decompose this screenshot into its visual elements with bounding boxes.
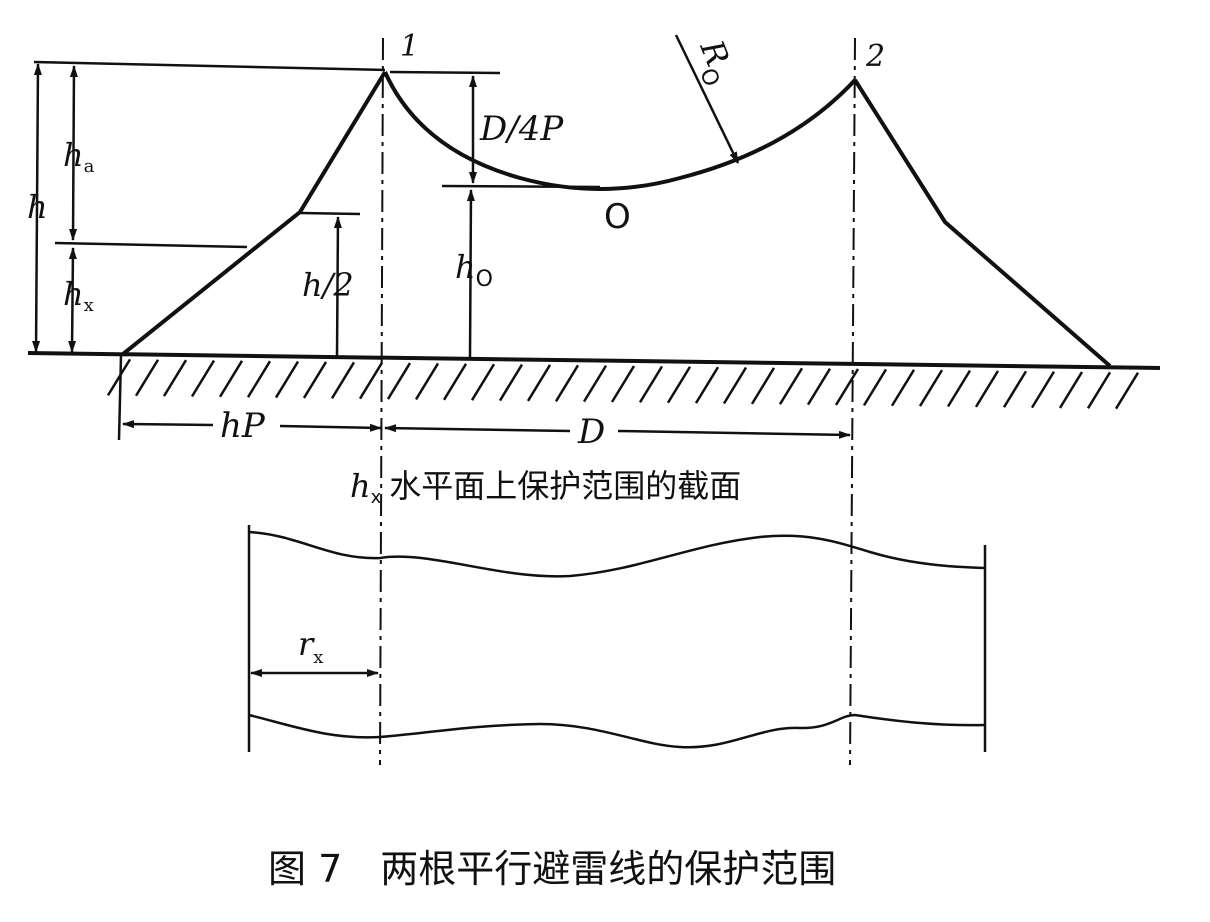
centerline-wire-1 — [379, 37, 384, 766]
hatch-mark — [470, 363, 496, 401]
ha-dimension — [69, 65, 78, 241]
wire-1-label: 1 — [400, 29, 419, 64]
sag-top-line — [389, 70, 501, 75]
hatch-mark — [806, 367, 832, 406]
hatch-mark — [330, 361, 356, 399]
hp-dim-extension — [117, 355, 123, 441]
center-point-label: O — [604, 197, 631, 237]
hx-reference-line — [54, 241, 248, 249]
top-reference-line — [33, 60, 386, 72]
d-dimension-left — [384, 424, 571, 433]
hatch-mark — [218, 360, 244, 398]
plan-top-boundary — [248, 530, 986, 578]
radius-label: R O — [692, 34, 737, 90]
figure-caption: 图 7 两根平行避雷线的保护范围 — [268, 847, 836, 891]
hp-label: hP — [220, 406, 266, 446]
protection-outline-left — [121, 70, 387, 356]
hatch-mark — [498, 363, 524, 402]
sag-label: D/4P — [479, 109, 564, 149]
hatch-mark — [638, 365, 664, 404]
hatch-mark — [918, 369, 944, 407]
hx-dimension — [68, 247, 77, 353]
hatch-mark — [274, 360, 300, 399]
hatch-mark — [162, 359, 188, 397]
hatch-mark — [778, 367, 804, 405]
hatch-mark — [134, 359, 160, 397]
ground-hatching — [106, 358, 1140, 410]
wire-2-label: 2 — [865, 39, 885, 74]
hatch-mark — [526, 364, 552, 402]
hatch-mark — [862, 368, 888, 407]
hatch-mark — [386, 362, 412, 400]
svg-text:O: O — [694, 65, 724, 90]
hatch-mark — [834, 368, 860, 406]
d-label: D — [577, 412, 605, 452]
hatch-mark — [246, 360, 272, 398]
h-dimension — [32, 63, 42, 353]
hp-dimension-left — [122, 420, 214, 429]
hatch-mark — [582, 365, 608, 403]
d-dimension-right — [617, 429, 851, 439]
protection-arc — [383, 71, 857, 191]
sag-bottom-line — [441, 184, 601, 189]
ha-label: ha — [63, 136, 95, 177]
hatch-mark — [946, 369, 972, 408]
hatch-mark — [190, 359, 216, 398]
hatch-mark — [106, 358, 132, 397]
hx-label: hx — [63, 275, 94, 316]
hatch-mark — [1030, 370, 1056, 409]
hatch-mark — [414, 362, 440, 401]
hatch-mark — [694, 366, 720, 404]
half-h-reference-line — [299, 211, 361, 216]
hatch-mark — [1058, 371, 1084, 409]
hp-dimension-right — [279, 423, 382, 432]
hatch-mark — [1002, 370, 1028, 408]
ground-line — [27, 351, 1161, 370]
radius-indicator — [674, 34, 740, 164]
hatch-mark — [890, 369, 916, 407]
hatch-mark — [302, 361, 328, 399]
hatch-mark — [1114, 372, 1140, 410]
half-h-label: h/2 — [302, 266, 354, 304]
hatch-mark — [666, 366, 692, 404]
centerline-wire-2 — [849, 37, 856, 766]
hatch-mark — [442, 363, 468, 401]
ho-dimension — [466, 189, 475, 359]
hatch-mark — [554, 364, 580, 402]
hatch-mark — [722, 366, 748, 405]
protection-outline-right — [853, 78, 1112, 368]
rx-label: rx — [298, 625, 323, 668]
hatch-mark — [750, 367, 776, 405]
hatch-mark — [358, 362, 384, 400]
h-label: h — [27, 188, 48, 226]
half-h-dimension — [333, 216, 342, 357]
hatch-mark — [610, 365, 636, 403]
hatch-mark — [1086, 371, 1112, 409]
ho-label: hO — [455, 248, 493, 292]
plan-bottom-boundary — [248, 713, 986, 749]
hatch-mark — [974, 370, 1000, 408]
